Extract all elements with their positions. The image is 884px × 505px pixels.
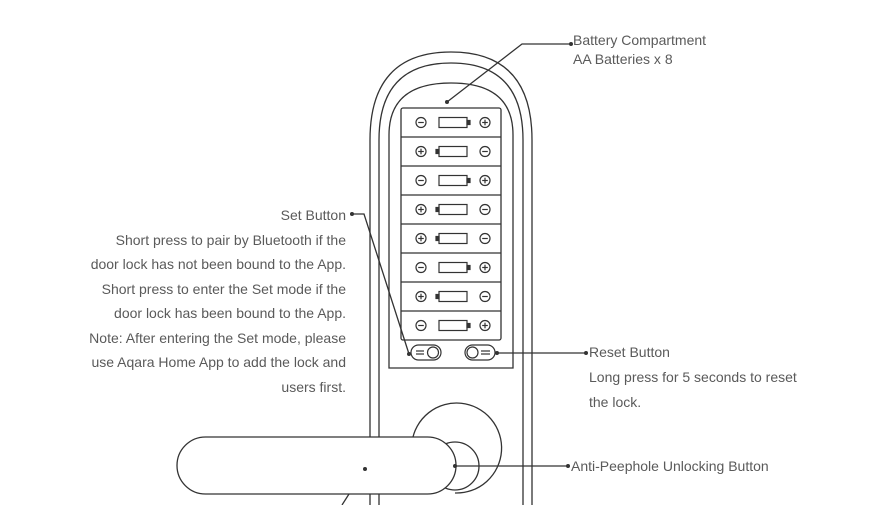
minus-terminal-icon	[415, 174, 427, 187]
plus-terminal-icon	[479, 261, 491, 274]
battery-compartment	[388, 82, 514, 369]
door-handle	[176, 436, 457, 495]
minus-terminal-icon	[415, 116, 427, 129]
minus-terminal-icon	[479, 290, 491, 303]
reset-button-switch	[464, 344, 496, 361]
battery-icon	[438, 232, 468, 245]
set-line: Short press to pair by Bluetooth if the	[115, 231, 346, 248]
battery-leader	[446, 43, 570, 103]
battery-icon	[438, 290, 468, 303]
minus-terminal-icon	[479, 145, 491, 158]
set-line: Note: After entering the Set mode, pleas…	[89, 329, 346, 346]
battery-icon	[438, 174, 468, 187]
battery-icon	[438, 203, 468, 216]
set-line: use Aqara Home App to add the lock and	[91, 354, 346, 370]
reset-line: Long press for 5 seconds to reset	[589, 369, 797, 385]
minus-terminal-icon	[415, 261, 427, 274]
battery-title: Battery Compartment	[573, 32, 707, 48]
battery-detail: AA Batteries x 8	[573, 51, 673, 67]
peephole-button-label: Anti-Peephole Unlocking Button	[571, 454, 769, 479]
plus-terminal-icon	[479, 319, 491, 332]
lock-body-inner	[378, 62, 524, 505]
set-leader	[350, 213, 410, 355]
battery-icon	[438, 145, 468, 158]
peephole-title: Anti-Peephole Unlocking Button	[571, 458, 769, 474]
plus-terminal-icon	[415, 232, 427, 245]
minus-terminal-icon	[479, 232, 491, 245]
plus-terminal-icon	[415, 290, 427, 303]
set-button-title: Set Button	[280, 207, 346, 223]
minus-terminal-icon	[479, 203, 491, 216]
set-line: door lock has been bound to the App.	[114, 305, 346, 321]
set-button-label: Set Button Short press to pair by Blueto…	[89, 203, 346, 399]
set-button-switch	[410, 344, 442, 361]
plus-terminal-icon	[415, 203, 427, 216]
reset-button-title: Reset Button	[589, 344, 670, 360]
battery-icon	[438, 319, 468, 332]
set-line: door lock has not been bound to the App.	[90, 256, 346, 272]
plus-terminal-icon	[415, 145, 427, 158]
reset-line: the lock.	[589, 394, 642, 410]
set-line: Short press to enter the Set mode if the	[101, 280, 346, 297]
reset-button-label: Reset Button Long press for 5 seconds to…	[589, 340, 797, 415]
plus-terminal-icon	[479, 174, 491, 187]
battery-icon	[438, 261, 468, 274]
battery-rows	[401, 116, 501, 332]
minus-terminal-icon	[415, 319, 427, 332]
lock-body-outer	[369, 51, 533, 505]
battery-icon	[438, 116, 468, 129]
battery-compartment-label: Battery Compartment AA Batteries x 8	[573, 31, 706, 69]
set-line: users first.	[281, 378, 346, 395]
handle-rose	[411, 402, 503, 494]
plus-terminal-icon	[479, 116, 491, 129]
